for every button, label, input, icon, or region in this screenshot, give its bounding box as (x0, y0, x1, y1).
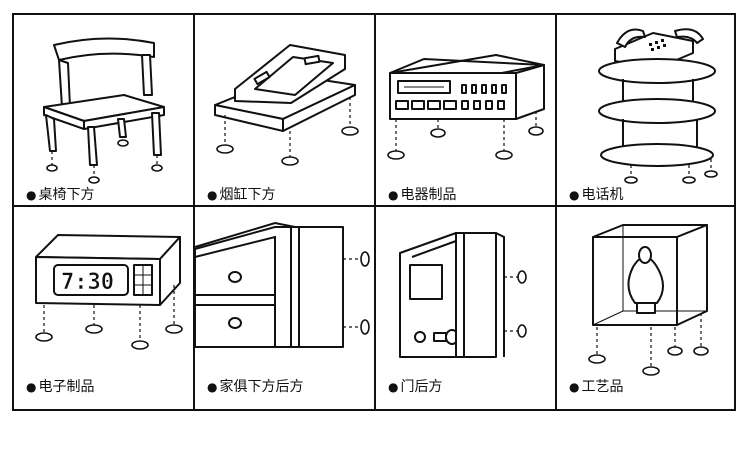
chair-icon (14, 15, 193, 205)
ashtray-icon (195, 15, 374, 205)
panel-label: ●门后方 (388, 379, 443, 395)
panel-display-case: ●工艺品 (557, 207, 736, 411)
panel-label: ●工艺品 (569, 379, 624, 395)
divider (14, 205, 734, 207)
panel-clock: 7:30 ●电子制品 (14, 207, 193, 411)
digital-clock-icon: 7:30 (14, 207, 193, 411)
panel-label: ●烟缸下方 (207, 187, 276, 203)
telephone-icon (557, 15, 736, 205)
divider (374, 15, 376, 409)
panel-label: ●家俱下方后方 (207, 379, 304, 395)
panel-cabinet: ●家俱下方后方 (195, 207, 374, 411)
cabinet-icon (195, 207, 374, 411)
divider (193, 15, 195, 409)
panel-appliance: ●电器制品 (376, 15, 555, 205)
appliance-icon (376, 15, 555, 205)
panel-label: ●桌椅下方 (26, 187, 95, 203)
panel-ashtray: ●烟缸下方 (195, 15, 374, 205)
divider (555, 15, 557, 409)
panel-telephone: ●电话机 (557, 15, 736, 205)
panel-label: ●电话机 (569, 187, 624, 203)
display-case-icon (557, 207, 736, 411)
clock-digits: 7:30 (61, 270, 114, 295)
panel-door: ●门后方 (376, 207, 555, 411)
usage-grid: ●桌椅下方 ●烟缸下方 (12, 13, 736, 411)
panel-label: ●电子制品 (26, 379, 95, 395)
door-icon (376, 207, 555, 411)
panel-chair: ●桌椅下方 (14, 15, 193, 205)
panel-label: ●电器制品 (388, 187, 457, 203)
